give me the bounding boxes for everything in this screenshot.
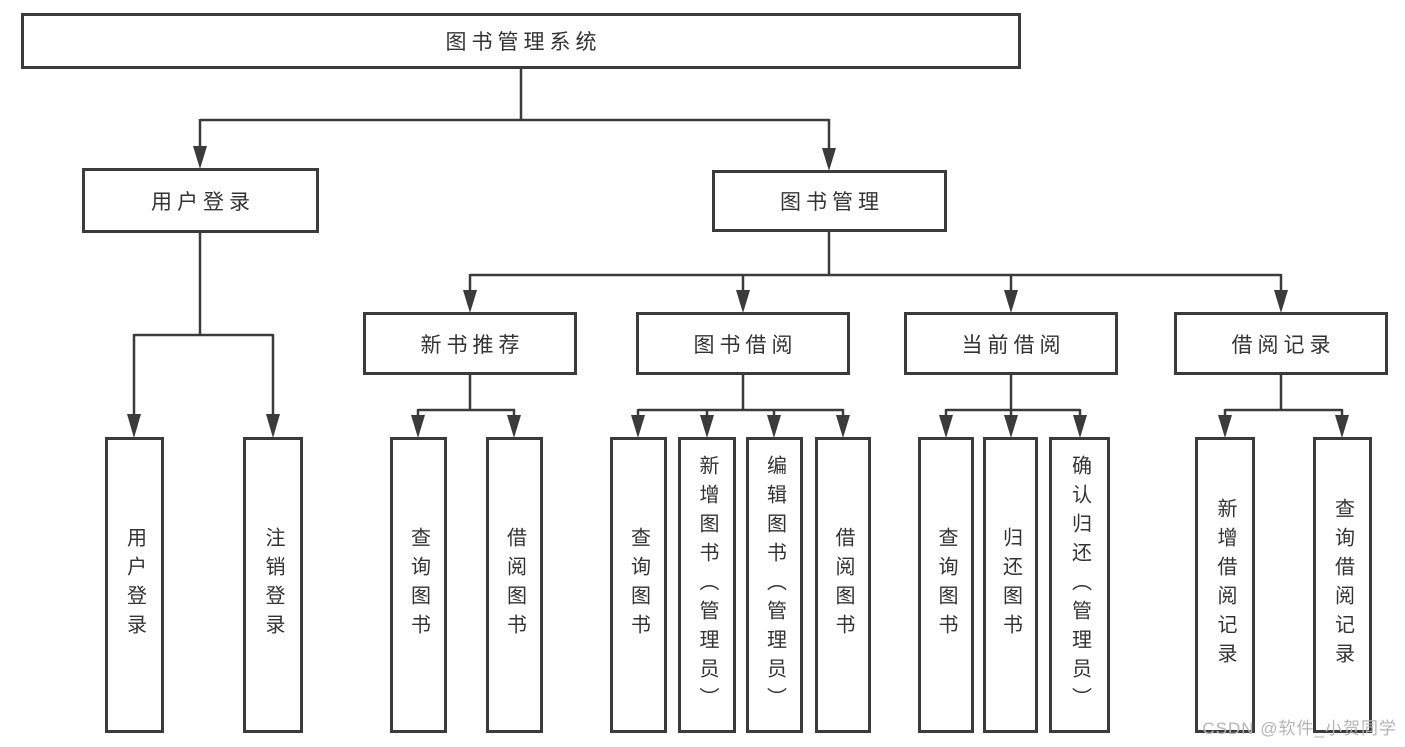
leaf-current-query-books: 查询图书 — [918, 437, 974, 733]
connector-user-login-branch — [127, 233, 280, 438]
leaf-logout: 注销登录 — [243, 437, 303, 733]
leaf-borrow-query-books: 查询图书 — [610, 437, 667, 733]
connector-current-borrow-branch — [939, 375, 1087, 438]
connector-borrow-records-branch — [1218, 375, 1349, 438]
leaf-return-books: 归还图书 — [983, 437, 1038, 733]
node-current-borrow: 当前借阅 — [904, 312, 1118, 375]
leaf-confirm-return-admin: 确认归还（管理员） — [1049, 437, 1110, 733]
node-new-book-recommend: 新书推荐 — [363, 312, 577, 375]
leaf-recommend-query-books: 查询图书 — [390, 437, 447, 733]
watermark-text: CSDN @软件_小贺同学 — [1202, 719, 1397, 738]
leaf-borrow-books: 借阅图书 — [815, 437, 871, 733]
leaf-add-borrow-record: 新增借阅记录 — [1195, 437, 1255, 733]
leaf-add-books-admin: 新增图书（管理员） — [678, 437, 736, 733]
leaf-edit-books-admin: 编辑图书（管理员） — [746, 437, 803, 733]
leaf-query-borrow-record: 查询借阅记录 — [1313, 437, 1372, 733]
node-borrow-records: 借阅记录 — [1174, 312, 1388, 375]
node-book-management: 图书管理 — [712, 170, 947, 232]
node-user-login: 用户登录 — [82, 168, 319, 233]
connector-new-book-recommend-branch — [411, 375, 521, 438]
leaf-user-login: 用户登录 — [105, 437, 164, 733]
connector-root-to-level2 — [193, 69, 836, 171]
node-book-borrow: 图书借阅 — [636, 312, 850, 375]
leaf-recommend-borrow-books: 借阅图书 — [486, 437, 543, 733]
connector-book-borrow-branch — [631, 375, 850, 438]
connector-book-management-branch — [463, 232, 1288, 313]
node-root-system: 图书管理系统 — [21, 13, 1021, 69]
